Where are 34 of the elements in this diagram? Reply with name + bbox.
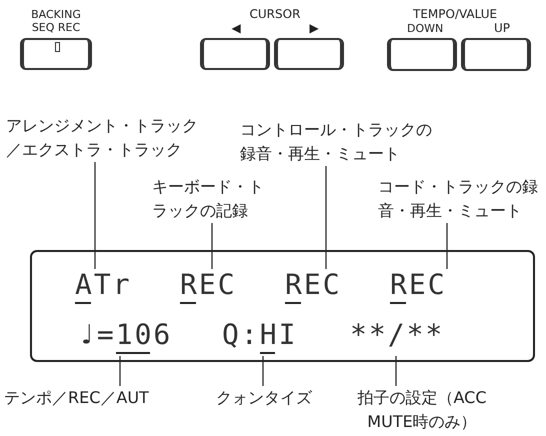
display-text: ♩=106 bbox=[78, 320, 172, 350]
group-label: CURSOR bbox=[250, 8, 300, 21]
button-label: BACKING SEQ REC bbox=[30, 8, 82, 34]
button-label: DOWN bbox=[407, 22, 444, 35]
display-text: Q:HI bbox=[222, 320, 298, 350]
leader-line bbox=[325, 166, 327, 269]
callout-text: テンポ／REC／AUT bbox=[4, 386, 204, 410]
callout-text: クォンタイズ bbox=[216, 386, 326, 410]
push-button bbox=[274, 38, 344, 70]
display-text: **/** bbox=[350, 320, 444, 350]
leader-line bbox=[262, 356, 264, 386]
push-button bbox=[387, 38, 457, 71]
arrow-symbol: ▶ bbox=[310, 22, 319, 35]
display-text: REC bbox=[180, 270, 237, 300]
display-text: ATr bbox=[75, 270, 132, 300]
callout-text: アレンジメント・トラック／エクストラ・トラック bbox=[6, 114, 206, 162]
push-button bbox=[200, 38, 270, 70]
lcd-display bbox=[30, 250, 535, 362]
push-button bbox=[461, 38, 531, 71]
display-text: REC bbox=[285, 270, 342, 300]
push-button bbox=[20, 38, 92, 70]
leader-line bbox=[395, 356, 397, 386]
leader-line bbox=[94, 162, 96, 269]
callout-text: コード・トラックの録音・再生・ミュート bbox=[378, 175, 543, 223]
callout-text: キーボード・トラックの記録 bbox=[152, 175, 268, 223]
arrow-symbol: ◀ bbox=[232, 22, 241, 35]
leader-line bbox=[446, 223, 448, 269]
group-label: TEMPO/VALUE bbox=[413, 8, 498, 21]
leader-line bbox=[119, 356, 121, 386]
display-text: REC bbox=[390, 270, 447, 300]
callout-text: 拍子の設定（ACC MUTE時のみ） bbox=[352, 386, 492, 434]
arrow-symbol: UP bbox=[494, 22, 510, 35]
leader-line bbox=[211, 223, 213, 269]
callout-text: コントロール・トラックの録音・再生・ミュート bbox=[240, 118, 438, 166]
